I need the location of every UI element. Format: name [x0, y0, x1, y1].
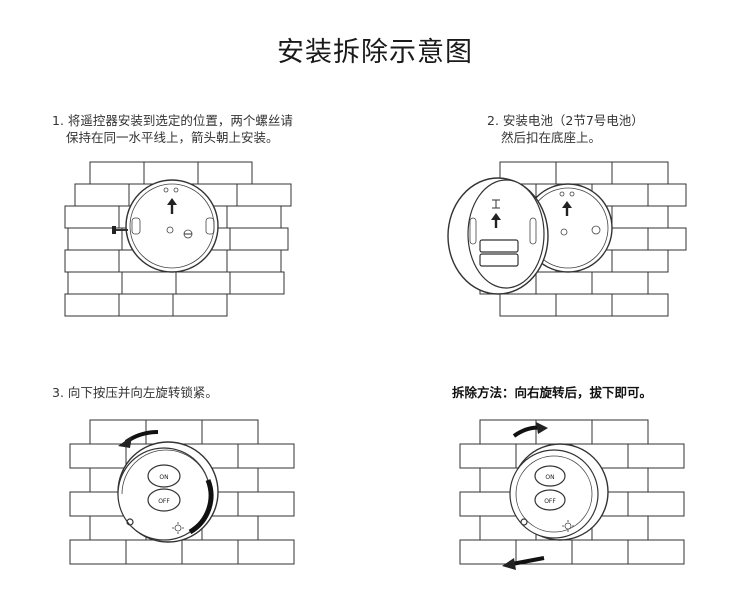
- brick-wall: [459, 419, 685, 565]
- remote-control: ON OFF: [509, 443, 609, 541]
- off-label: OFF: [544, 498, 556, 505]
- step-2-line-1: 2. 安装电池（2节7号电池）: [487, 113, 644, 128]
- on-button[interactable]: [534, 465, 566, 487]
- step-3-line-1: 3. 向下按压并向左旋转锁紧。: [52, 385, 218, 400]
- step-1-line-2: 保持在同一水平线上，箭头朝上安装。: [66, 130, 279, 145]
- remote-control: ON OFF: [117, 441, 219, 543]
- screw-icon: [591, 225, 601, 235]
- step-1-illustration: [64, 161, 292, 317]
- mounting-base: [112, 179, 219, 273]
- removal-line-1: 拆除方法：向右旋转后，拔下即可。: [452, 385, 653, 400]
- on-label: ON: [545, 474, 554, 481]
- removal-text: 拆除方法：向右旋转后，拔下即可。: [452, 384, 652, 401]
- indicator-icon: [126, 518, 134, 526]
- step-3-illustration: ON OFF: [69, 419, 295, 565]
- step-1-line-1: 1. 将遥控器安装到选定的位置，两个螺丝请: [52, 113, 293, 128]
- on-button[interactable]: [147, 464, 181, 488]
- step-2-text: 2. 安装电池（2节7号电池） 然后扣在底座上。: [487, 112, 644, 146]
- on-label: ON: [159, 474, 168, 481]
- pull-out-arrow-icon: [502, 556, 545, 570]
- rotate-right-arrow-icon: [512, 422, 548, 438]
- removal-illustration: ON OFF: [459, 419, 685, 570]
- rotate-left-arrow-icon: [118, 430, 159, 448]
- battery-icon: [479, 253, 519, 267]
- up-arrow-icon: [167, 198, 177, 205]
- page-title: 安装拆除示意图: [277, 37, 473, 68]
- step-2-line-2: 然后扣在底座上。: [501, 130, 602, 145]
- screw-icon: [112, 226, 116, 234]
- off-button[interactable]: [534, 489, 566, 511]
- battery-icon: [479, 239, 519, 253]
- battery-cover: [447, 177, 549, 295]
- up-arrow-icon: [562, 201, 572, 208]
- step-1-text: 1. 将遥控器安装到选定的位置，两个螺丝请 保持在同一水平线上，箭头朝上安装。: [52, 112, 293, 146]
- indicator-icon: [520, 518, 528, 526]
- off-button[interactable]: [147, 488, 181, 512]
- step-3-text: 3. 向下按压并向左旋转锁紧。: [52, 384, 218, 401]
- sun-icon: [564, 522, 572, 530]
- sun-icon: [174, 524, 182, 532]
- up-arrow-icon: [491, 213, 501, 220]
- off-label: OFF: [158, 498, 170, 505]
- step-2-illustration: [447, 161, 687, 317]
